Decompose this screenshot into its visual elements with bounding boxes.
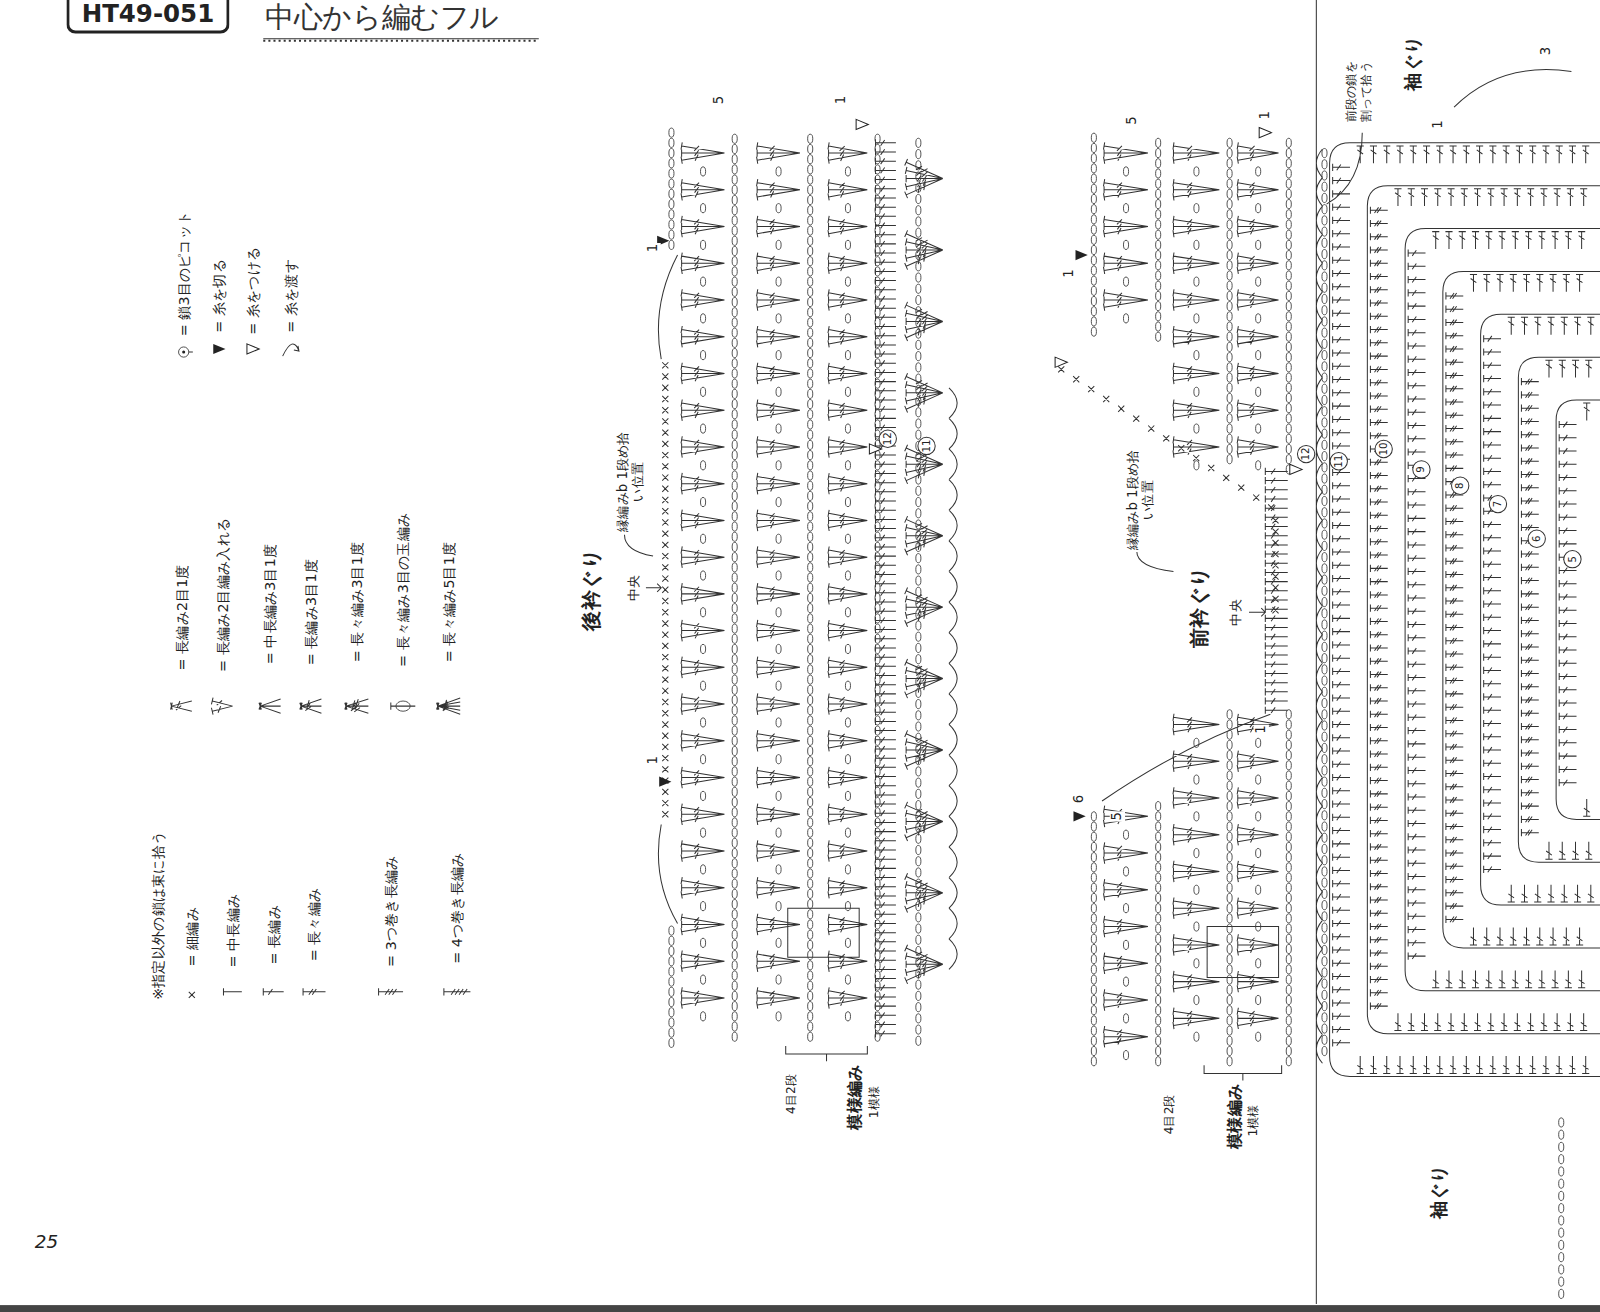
repeat-label: 1模様: [1247, 1103, 1261, 1137]
legend-entry: = 4つ巻き長編み: [449, 851, 465, 964]
round-number: 11: [917, 437, 935, 455]
section-heading: 前衿ぐり: [1187, 565, 1210, 649]
row-number: 3: [1538, 46, 1553, 56]
legend-entry: = 細編み: [184, 906, 200, 967]
row-number: 1: [1431, 119, 1446, 129]
round-number: 5: [1563, 550, 1581, 568]
repeat-size: 4目2段: [785, 1073, 799, 1115]
round-number: 12: [1297, 445, 1315, 463]
legend-entry: = 長々編み5目1度: [441, 541, 457, 663]
repeat-label: 1模様: [867, 1085, 881, 1119]
join-yarn-marker: [247, 119, 1302, 474]
round-number: 10: [1374, 440, 1392, 458]
legend-entry: = 糸をつける: [245, 246, 261, 336]
round-number: 7: [1489, 495, 1507, 513]
chart-note: ※指定以外の鎖は束に拾う: [150, 830, 166, 1001]
stitch-symbols: [171, 0, 1600, 1304]
row-number: 1: [1254, 724, 1269, 734]
pattern-name: 模様編み: [1225, 1083, 1244, 1150]
row-number: 1: [1062, 268, 1077, 278]
pattern-code-box: HT49-051: [66, 0, 229, 34]
round-number-text: 12: [883, 432, 893, 445]
legend-entry: = 中長編み3目1度: [262, 543, 278, 665]
round-number-text: 9: [1416, 466, 1426, 473]
legend-entry: = 糸を渡す: [283, 258, 299, 334]
round-number: 6: [1528, 530, 1546, 548]
legend-entry: = 3つ巻き長編み: [383, 855, 399, 968]
legend-entry: = 長編み2目編み入れる: [214, 517, 230, 673]
center-mark: 中央: [1229, 598, 1244, 627]
page-number: 25: [35, 1231, 58, 1252]
repeat-size: 4目2段: [1162, 1093, 1176, 1135]
row-number: 1: [645, 755, 660, 765]
single-crochet-marks: [189, 362, 1279, 998]
legend-entry: = 長編み3目1度: [303, 558, 319, 666]
legend-entry: = 糸を切る: [211, 258, 227, 334]
title-underline: [263, 40, 539, 42]
page-title: 中心から編むフル: [265, 0, 499, 37]
section-heading: 袖ぐり: [1428, 1163, 1449, 1220]
section-heading: 後衿ぐり: [580, 548, 603, 632]
round-number: 9: [1412, 460, 1430, 478]
legend-entry: = 長々編み: [306, 887, 322, 963]
row-number: 5: [1125, 115, 1140, 125]
legend-entry: = 長編み2目1度: [173, 563, 189, 671]
pattern-code: HT49-051: [82, 0, 215, 29]
pickup-note: 縁編みb 1段め拾い位置: [1126, 448, 1156, 552]
round-number-text: 12: [1301, 448, 1311, 461]
row-number: 1: [1258, 110, 1273, 120]
legend-entry: = 中長編み: [224, 893, 240, 969]
round-number-text: 8: [1455, 482, 1465, 489]
row-number: 5: [1110, 811, 1125, 821]
round-number: 8: [1451, 477, 1469, 495]
row-number: 1: [645, 243, 660, 253]
round-number-text: 11: [1334, 455, 1344, 468]
cut-yarn-marker: [182, 236, 1088, 822]
chain-stitches: [179, 128, 1564, 1298]
row-number: 1: [834, 95, 849, 105]
row-number: 6: [1072, 794, 1087, 804]
legend-entry: = 長編み: [265, 904, 281, 965]
row-number: 5: [712, 95, 727, 105]
round-number: 11: [1330, 452, 1348, 470]
legend-entry: = 鎖3目のピコット: [175, 210, 191, 338]
pattern-name: 模様編み: [846, 1063, 865, 1130]
round-number-text: 5: [1567, 556, 1577, 563]
pickup-note: 縁編みb 1段め拾い位置: [615, 430, 645, 534]
round-number-text: 10: [1379, 442, 1389, 455]
page-edge-bar: [0, 1305, 1600, 1312]
legend-entry: = 長々編み3目1度: [349, 541, 365, 663]
round-number-text: 6: [1532, 536, 1542, 543]
legend-entry: = 長々編み3目の玉編み: [395, 512, 411, 668]
round-number-text: 11: [921, 439, 931, 452]
center-mark: 中央: [627, 573, 642, 602]
section-heading: 袖ぐり: [1403, 35, 1424, 92]
round-number-text: 7: [1493, 501, 1503, 508]
round-number: 12: [879, 430, 897, 448]
pickup-note: 前段の鎖を割って拾う: [1345, 59, 1373, 124]
